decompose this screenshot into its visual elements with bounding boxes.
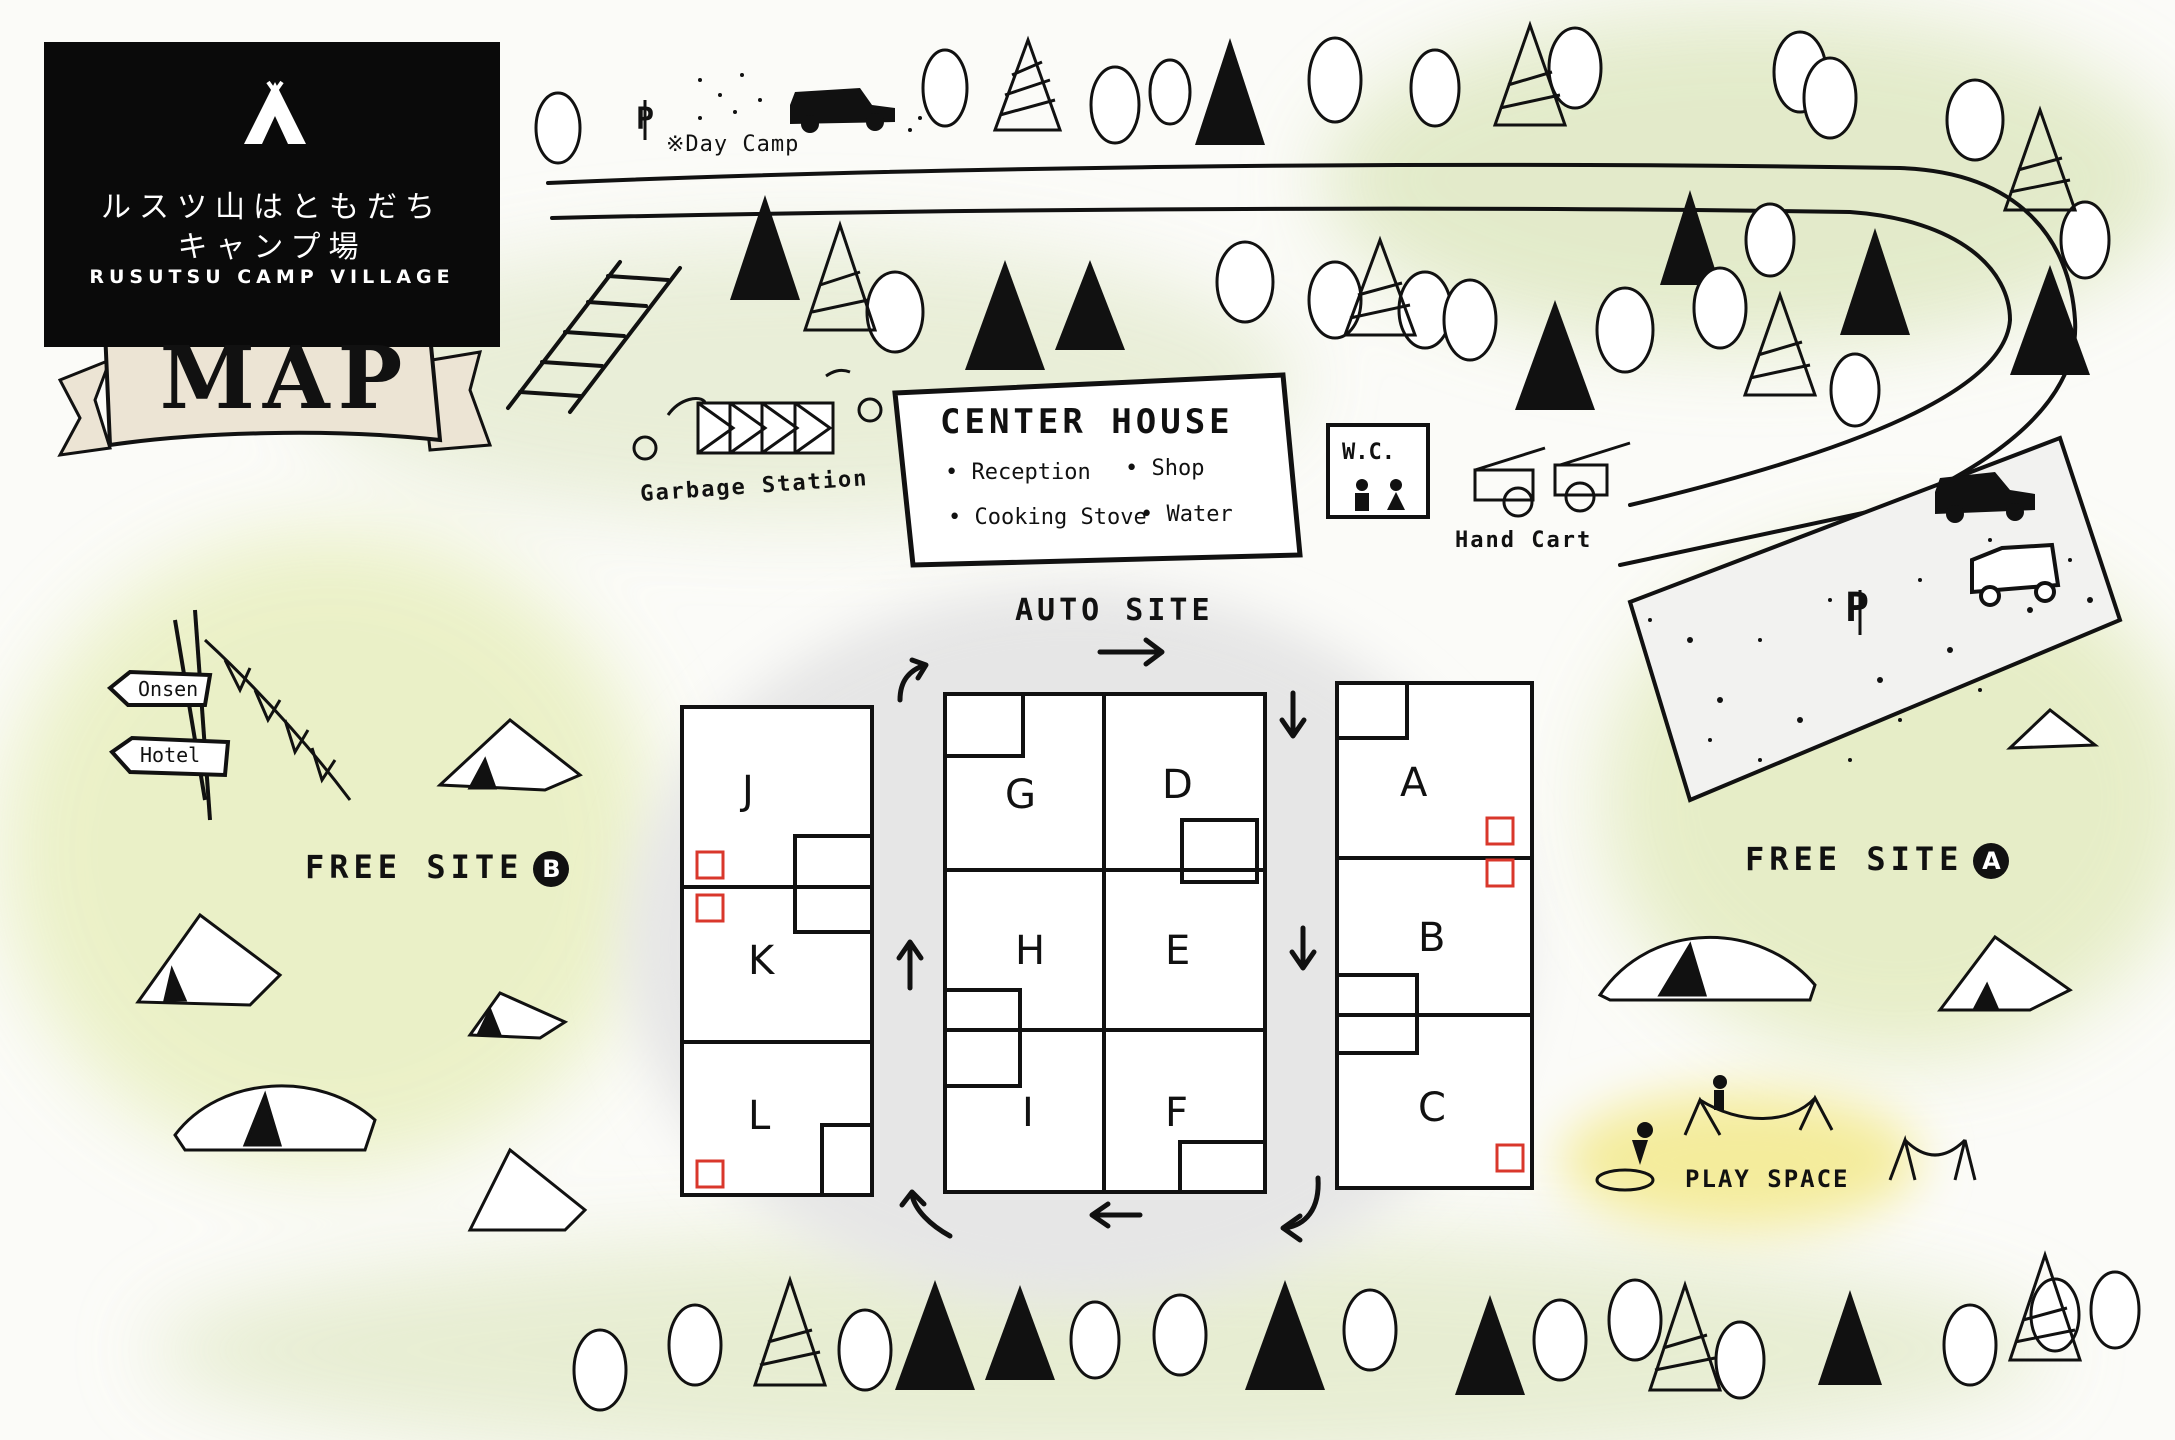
site-b[interactable]: B [1418, 915, 1446, 961]
hatched-pine-icon [752, 20, 2083, 1392]
signpost-onsen: Onsen [138, 677, 199, 701]
tent-logo-icon [244, 80, 306, 144]
center-house-item-label: Reception [971, 460, 1091, 485]
free-site-b-text: FREE SITE [305, 848, 524, 886]
center-house-item: • Cooking Stove [948, 505, 1147, 530]
trampoline-icon [1595, 1075, 1727, 1192]
site-e[interactable]: E [1165, 928, 1191, 974]
banner-ribbon [57, 318, 493, 457]
car-icon [790, 88, 2035, 523]
auto-site-dividers [682, 681, 1532, 1197]
pine-tree-icon [730, 38, 2090, 1395]
center-house-title: CENTER HOUSE [940, 402, 1234, 442]
tent-icon [135, 708, 2100, 1232]
center-house-item: • Shop [1125, 456, 1205, 481]
signpost-icon [106, 609, 231, 821]
map-banner-text: MAP [159, 328, 411, 429]
free-site-a-text: FREE SITE [1745, 840, 1964, 878]
site-a[interactable]: A [1400, 760, 1428, 806]
toilet-icon [1355, 479, 1405, 511]
site-j[interactable]: J [742, 768, 754, 814]
logo-jp-line1: ルスツ山はともだち [101, 190, 443, 225]
hand-cart-icon [1473, 441, 1631, 518]
hammock-icon [1683, 1094, 1977, 1181]
day-camp-parking-p: P [636, 102, 658, 137]
garbage-cages [696, 401, 835, 455]
center-house-item-label: Shop [1151, 456, 1205, 481]
site-h[interactable]: H [1015, 928, 1046, 974]
bunting-icon [203, 638, 352, 801]
center-house-item: • Water [1140, 502, 1233, 527]
logo-en: RUSUTSU CAMP VILLAGE [89, 266, 455, 288]
site-d[interactable]: D [1162, 762, 1193, 808]
logo-block: ルスツ山はともだち キャンプ場 RUSUTSU CAMP VILLAGE [44, 42, 500, 347]
site-f[interactable]: F [1165, 1090, 1189, 1136]
parking-lot-p: P [1845, 585, 1873, 631]
free-site-a-badge: A [1973, 843, 2010, 879]
van-icon [1970, 542, 2061, 607]
red-markers [695, 816, 1525, 1189]
parking-lot [1627, 435, 2123, 803]
center-house-item: • Reception [945, 460, 1091, 485]
site-l[interactable]: L [748, 1093, 771, 1139]
center-house-item-label: Cooking Stove [974, 505, 1147, 530]
center-house-item-label: Water [1166, 502, 1233, 527]
auto-site-label: AUTO SITE [1015, 593, 1214, 628]
signpost-hotel: Hotel [140, 743, 201, 767]
dust-dots [698, 73, 922, 132]
parking-sign-icon [643, 100, 1862, 635]
site-k[interactable]: K [748, 938, 775, 984]
day-camp-label: ※Day Camp [666, 132, 800, 157]
hand-cart-label: Hand Cart [1455, 528, 1593, 553]
site-c[interactable]: C [1418, 1085, 1446, 1131]
direction-arrows [896, 637, 1321, 1243]
site-i[interactable]: I [1022, 1090, 1034, 1136]
center-house-box [892, 372, 1303, 568]
ladder-icon [506, 260, 682, 414]
wc-label: W.C. [1342, 440, 1395, 465]
free-site-b-badge: B [533, 851, 570, 887]
road [546, 162, 2078, 567]
garbage-bag-icons [632, 368, 883, 461]
wc-box [1326, 423, 1430, 519]
site-g[interactable]: G [1005, 772, 1036, 818]
logo-jp-line2: キャンプ場 [177, 230, 367, 265]
play-space-label: PLAY SPACE [1685, 1165, 1850, 1193]
